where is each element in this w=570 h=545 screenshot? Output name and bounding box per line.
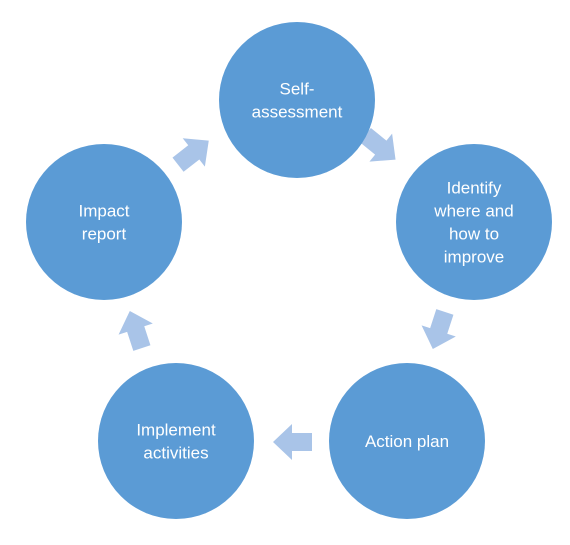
node-self-assessment: Self-assessment [219,22,375,178]
cycle-arrow-1 [359,128,396,162]
arrows-layer [118,128,456,460]
node-implement: Implement activities [98,363,254,519]
node-self-assessment-label-line: assessment [252,103,343,122]
cycle-arrow-4 [118,310,153,351]
node-action-plan-label: Action plan [365,432,449,451]
node-implement-label-line: Implement [136,421,216,440]
node-implement-circle [98,363,254,519]
node-self-assessment-label-line: Self- [280,80,315,99]
node-impact-report-label: Impact report [78,202,129,244]
node-identify: Identify where and how to improve [396,144,552,300]
node-impact-report-label-line: Impact [78,202,129,221]
cycle-arrow-5 [172,138,209,172]
node-impact-report-circle [26,144,182,300]
node-impact-report: Impact report [26,144,182,300]
node-self-assessment-label: Self-assessment [252,80,343,122]
node-identify-label: Identify where and how to improve [433,179,513,267]
node-action-plan-label-line: Action plan [365,432,449,451]
node-identify-label-line: how to [449,225,499,244]
node-action-plan-circle [329,363,485,519]
cycle-arrow-3 [273,424,312,460]
node-implement-label: Implement activities [136,421,216,463]
node-action-plan: Action plan [329,363,485,519]
node-self-assessment-circle [219,22,375,178]
node-impact-report-label-line: report [82,225,127,244]
cycle-arrow-2 [421,309,456,350]
node-identify-circle [396,144,552,300]
node-identify-label-line: where and [433,202,513,221]
node-identify-label-line: Identify [447,179,502,198]
node-implement-label-line: activities [143,444,208,463]
node-identify-label-line: improve [444,248,504,267]
